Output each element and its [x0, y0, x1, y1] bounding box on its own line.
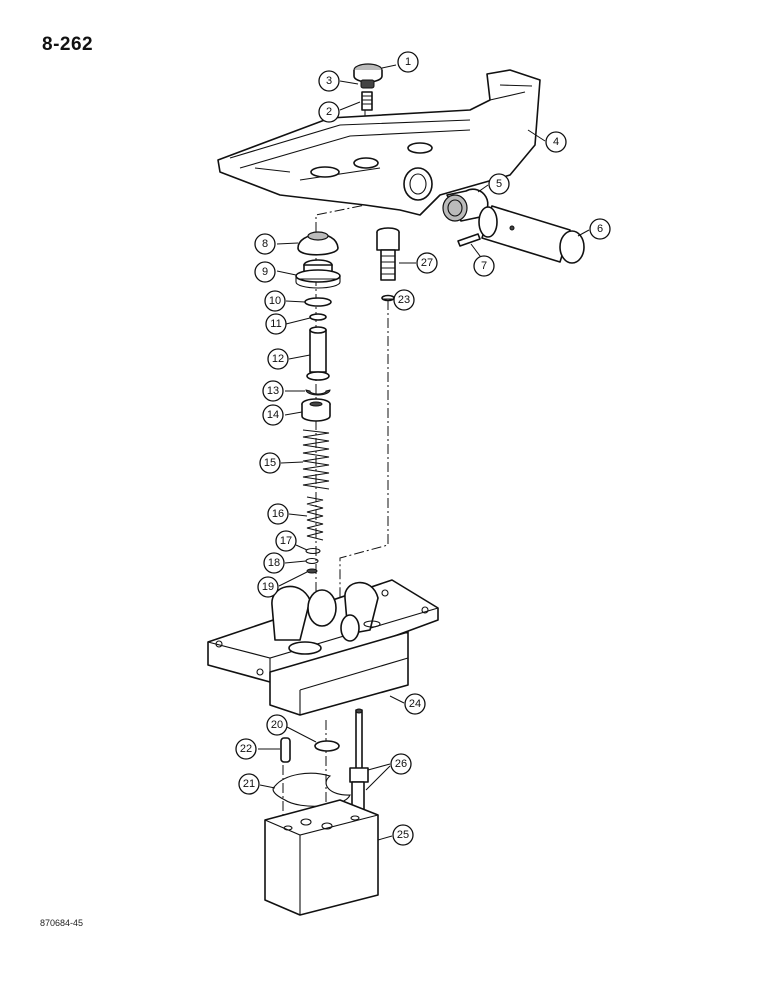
inner-spring	[306, 496, 324, 541]
callout-14: 14	[262, 404, 284, 426]
svg-text:22: 22	[240, 743, 252, 755]
cap-screw	[376, 227, 400, 281]
svg-text:11: 11	[270, 318, 281, 330]
svg-text:19: 19	[262, 581, 274, 593]
callout-8: 8	[254, 233, 276, 255]
callout-16: 16	[267, 503, 289, 525]
callout-24: 24	[404, 693, 426, 715]
svg-text:1: 1	[405, 56, 411, 68]
spring-seat	[301, 398, 331, 422]
svg-text:3: 3	[326, 75, 332, 87]
svg-text:7: 7	[481, 260, 487, 272]
svg-text:15: 15	[264, 457, 276, 469]
callout-12: 12	[267, 348, 289, 370]
seal	[309, 313, 327, 321]
dowel-pin	[280, 737, 291, 763]
callout-20: 20	[266, 714, 288, 736]
callout-22: 22	[235, 738, 257, 760]
gasket	[272, 772, 351, 807]
callout-17: 17	[275, 530, 297, 552]
figure-code: 870684-45	[40, 918, 84, 928]
svg-text:21: 21	[243, 778, 255, 790]
callout-5: 5	[488, 173, 510, 195]
cap	[353, 63, 383, 83]
center-lines	[282, 110, 389, 830]
pivot-pin	[478, 205, 585, 264]
svg-text:20: 20	[271, 719, 283, 731]
svg-text:12: 12	[272, 353, 284, 365]
lock-washer	[381, 294, 395, 302]
svg-text:9: 9	[262, 266, 268, 278]
callout-4: 4	[545, 131, 567, 153]
callout-23: 23	[393, 289, 415, 311]
callout-10: 10	[264, 290, 286, 312]
o-ring	[304, 297, 332, 307]
callout-13: 13	[262, 380, 284, 402]
body-o-ring	[314, 740, 340, 752]
svg-text:26: 26	[395, 758, 407, 770]
boot	[297, 231, 339, 256]
svg-text:14: 14	[267, 409, 279, 421]
callout-2: 2	[318, 101, 340, 123]
callout-9: 9	[254, 261, 276, 283]
callout-26: 26	[390, 753, 412, 775]
callout-25: 25	[392, 824, 414, 846]
callout-21: 21	[238, 773, 260, 795]
callout-3: 3	[318, 70, 340, 92]
svg-text:17: 17	[280, 535, 292, 547]
shim	[305, 547, 321, 555]
bushing	[442, 188, 489, 222]
callout-18: 18	[263, 552, 285, 574]
callout-11: 11	[265, 313, 287, 335]
callout-15: 15	[259, 452, 281, 474]
svg-text:4: 4	[553, 136, 559, 148]
outer-spring	[302, 429, 330, 490]
guide	[295, 259, 341, 289]
svg-text:18: 18	[268, 557, 280, 569]
svg-text:10: 10	[269, 295, 281, 307]
nut	[360, 79, 375, 89]
svg-text:5: 5	[496, 178, 502, 190]
svg-text:13: 13	[267, 385, 279, 397]
base-block	[264, 799, 379, 916]
retaining-ring	[305, 389, 331, 396]
callout-19: 19	[257, 576, 279, 598]
spool	[306, 326, 330, 381]
retainer	[306, 568, 318, 574]
callout-27: 27	[416, 252, 438, 274]
valve-body	[207, 579, 439, 716]
callout-6: 6	[589, 218, 611, 240]
svg-text:16: 16	[272, 508, 284, 520]
page-number: 8-262	[42, 34, 94, 55]
svg-text:24: 24	[409, 698, 421, 710]
callout-1: 1	[397, 51, 419, 73]
adjusting-screw	[361, 91, 373, 111]
leader-lines	[258, 64, 590, 841]
svg-text:2: 2	[326, 106, 332, 118]
callout-7: 7	[473, 255, 495, 277]
svg-text:25: 25	[397, 829, 409, 841]
svg-text:8: 8	[262, 238, 268, 250]
pedal	[217, 69, 541, 216]
svg-text:6: 6	[597, 223, 603, 235]
roll-pin	[457, 233, 481, 247]
svg-text:23: 23	[398, 294, 410, 306]
washer	[305, 557, 319, 565]
svg-text:27: 27	[421, 257, 433, 269]
